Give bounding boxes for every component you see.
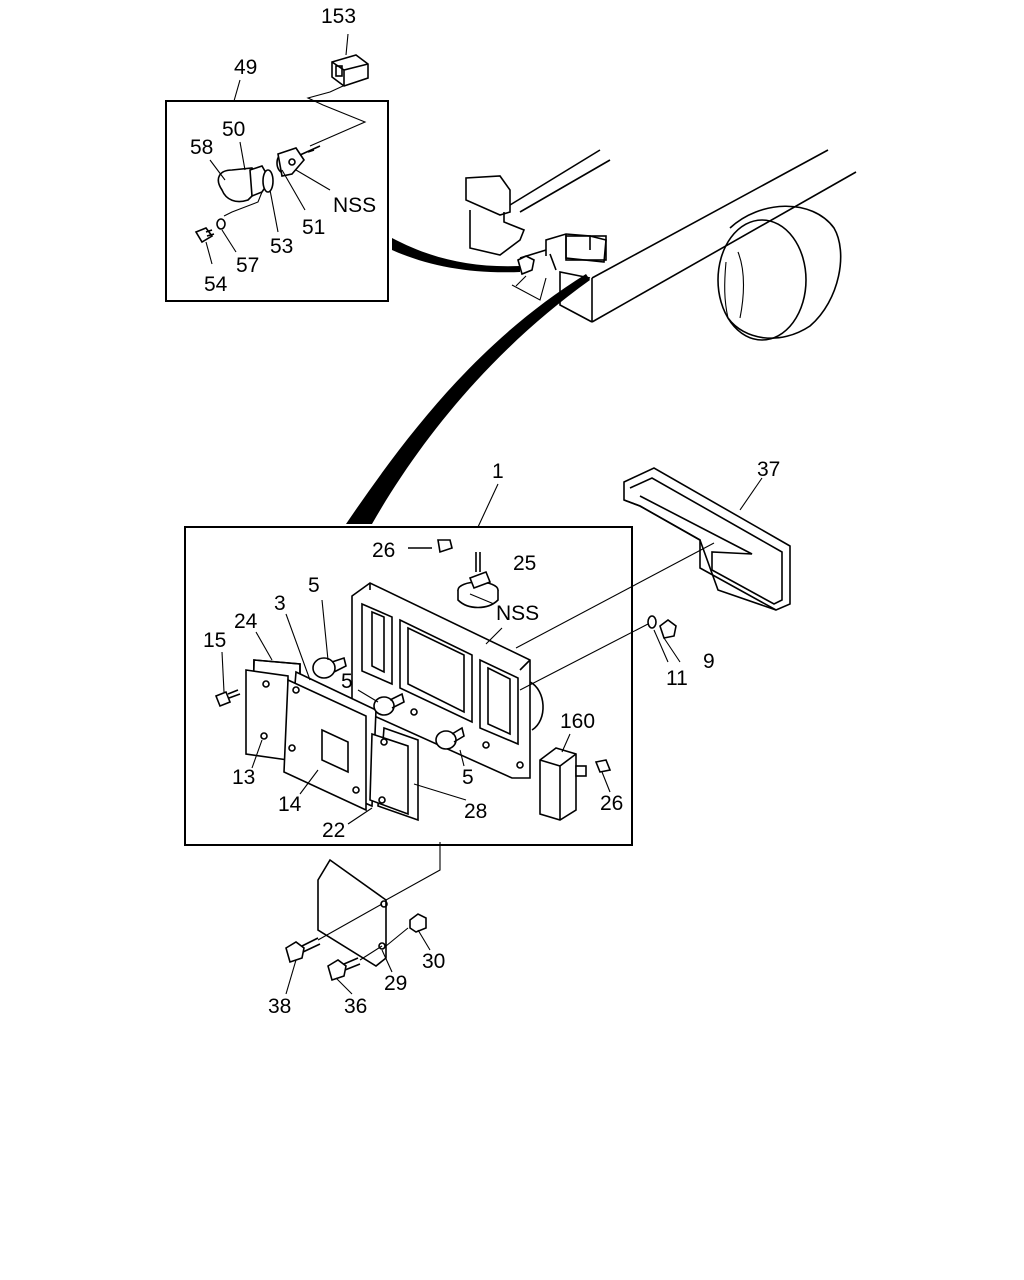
bolt-36 xyxy=(327,945,383,982)
lens-14 xyxy=(283,670,377,812)
label-26-top: 26 xyxy=(372,539,395,562)
washer-11 xyxy=(647,615,657,629)
label-5-mid: 5 xyxy=(341,670,353,693)
connector-153 xyxy=(306,54,369,147)
screw-54 xyxy=(194,227,215,244)
switch-25 xyxy=(457,552,499,609)
label-14: 14 xyxy=(278,793,302,816)
label-nss-mid: NSS xyxy=(496,602,539,625)
arrow-to-box-49 xyxy=(392,238,520,273)
lens-22 xyxy=(369,726,419,822)
label-57: 57 xyxy=(236,254,259,277)
screw-26-top xyxy=(408,539,453,554)
label-29: 29 xyxy=(384,972,407,995)
label-15: 15 xyxy=(203,629,226,652)
vehicle-frame xyxy=(465,149,857,323)
label-25: 25 xyxy=(513,552,536,575)
arrow-to-box-1 xyxy=(346,274,590,524)
bulb-5-top xyxy=(312,657,336,679)
label-28: 28 xyxy=(464,800,487,823)
label-11: 11 xyxy=(666,667,688,690)
label-51: 51 xyxy=(302,216,325,239)
label-36: 36 xyxy=(344,995,367,1018)
label-5-low: 5 xyxy=(462,766,474,789)
label-26-right: 26 xyxy=(600,792,623,815)
label-nss-top: NSS xyxy=(333,194,376,217)
label-54: 54 xyxy=(204,273,228,296)
label-49: 49 xyxy=(234,56,257,79)
label-37: 37 xyxy=(757,458,780,481)
label-9: 9 xyxy=(703,650,715,673)
detail-box-49 xyxy=(165,100,389,302)
detail-box-1 xyxy=(184,526,633,846)
label-58: 58 xyxy=(190,136,213,159)
label-153: 153 xyxy=(321,5,356,28)
label-50: 50 xyxy=(222,118,245,141)
label-24: 24 xyxy=(234,610,258,633)
label-13: 13 xyxy=(232,766,255,789)
wheel xyxy=(717,205,842,341)
label-5-top: 5 xyxy=(308,574,320,597)
label-22: 22 xyxy=(322,819,345,842)
label-38: 38 xyxy=(268,995,291,1018)
bolt-38 xyxy=(285,903,383,964)
relay-160 xyxy=(539,747,612,821)
nut-9 xyxy=(659,619,677,639)
label-160: 160 xyxy=(560,710,595,733)
label-1: 1 xyxy=(492,460,504,483)
washer-57 xyxy=(216,218,226,230)
nut-30 xyxy=(409,913,427,933)
bulb-5-mid xyxy=(373,696,395,716)
lamp-assembly-37 xyxy=(623,467,791,611)
screw-15 xyxy=(214,689,241,708)
lamp-housing xyxy=(351,582,544,779)
label-53: 53 xyxy=(270,235,293,258)
bulb-assembly xyxy=(217,145,321,217)
label-3: 3 xyxy=(274,592,286,615)
label-30: 30 xyxy=(422,950,445,973)
